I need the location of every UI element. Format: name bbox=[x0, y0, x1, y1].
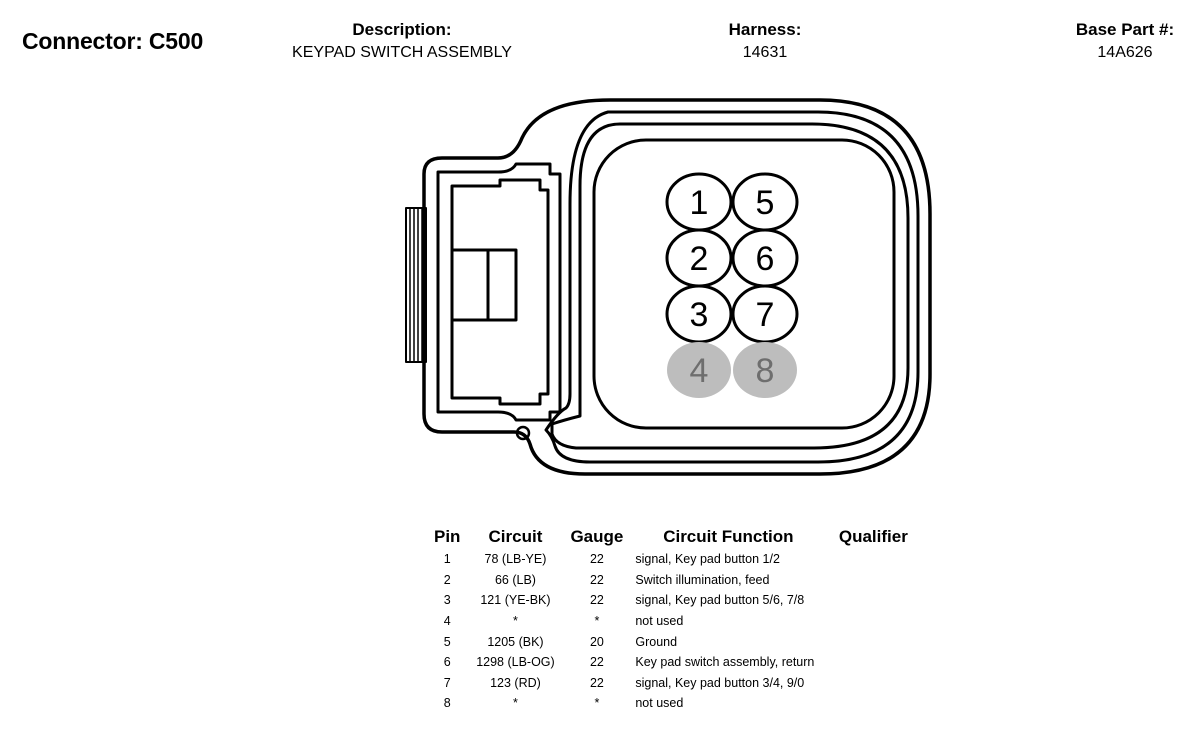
header-gauge: Gauge bbox=[570, 527, 624, 546]
harness-value: 14631 bbox=[742, 44, 788, 61]
cell-pin: 3 bbox=[443, 593, 451, 608]
latch-body bbox=[436, 162, 562, 422]
harness-block: Harness: 14631 bbox=[700, 20, 830, 62]
pin-field-outline bbox=[592, 138, 896, 430]
pin-number-label: 7 bbox=[756, 296, 775, 334]
cell-circuit: * bbox=[513, 614, 518, 629]
cell-circuit: 66 (LB) bbox=[494, 572, 536, 587]
cell-circuit: * bbox=[513, 696, 518, 711]
cell-circuit: 78 (LB-YE) bbox=[484, 552, 547, 567]
cell-function: not used bbox=[635, 696, 684, 711]
cell-qualifier bbox=[827, 673, 919, 694]
cell-gauge: 22 bbox=[589, 572, 604, 587]
pin-number-label: 4 bbox=[690, 352, 709, 390]
pin-number-label: 2 bbox=[690, 240, 709, 278]
pin-5: 5 bbox=[731, 172, 799, 232]
cell-gauge: 22 bbox=[589, 675, 604, 690]
cell-gauge: 22 bbox=[589, 593, 604, 608]
cell-qualifier bbox=[827, 570, 919, 591]
pin-number-label: 5 bbox=[756, 184, 775, 222]
housing-inner-outline bbox=[544, 110, 920, 464]
header-circuit: Circuit bbox=[488, 527, 543, 546]
base-part-value: 14A626 bbox=[1097, 44, 1153, 61]
cell-gauge: * bbox=[594, 614, 600, 629]
pin-8: 8 bbox=[733, 342, 797, 398]
pin-circle bbox=[667, 342, 731, 398]
seal-ribs bbox=[405, 207, 427, 363]
pin-3: 3 bbox=[665, 284, 733, 344]
base-part-label: Base Part #: bbox=[1075, 20, 1175, 39]
description-block: Description: KEYPAD SWITCH ASSEMBLY bbox=[270, 20, 534, 62]
housing-outer-outline bbox=[422, 98, 932, 476]
cell-function: Switch illumination, feed bbox=[635, 572, 770, 587]
table-row: 5 1205 (BK) 20 Ground bbox=[428, 631, 919, 652]
table-row: 6 1298 (LB-OG) 22 Key pad switch assembly, … bbox=[428, 652, 919, 673]
cell-pin: 7 bbox=[443, 675, 451, 690]
pin-number-label: 6 bbox=[756, 240, 775, 278]
latch-inner-step bbox=[450, 178, 550, 406]
cell-qualifier bbox=[827, 590, 919, 611]
cell-function: Key pad switch assembly, return bbox=[635, 655, 815, 670]
pin-7: 7 bbox=[731, 284, 799, 344]
pin-number-label: 3 bbox=[690, 296, 709, 334]
cell-qualifier bbox=[827, 652, 919, 673]
pin-2: 2 bbox=[665, 228, 733, 288]
pinout-table: Pin Circuit Gauge Circuit Function Quali… bbox=[428, 527, 919, 714]
pin-6: 6 bbox=[731, 228, 799, 288]
latch-tab bbox=[452, 248, 518, 322]
cell-gauge: 20 bbox=[589, 634, 604, 649]
cell-circuit: 123 (RD) bbox=[490, 675, 541, 690]
pin-1: 1 bbox=[665, 172, 733, 232]
pin-cavity-frame bbox=[550, 122, 910, 450]
cell-qualifier bbox=[827, 631, 919, 652]
pin-4: 4 bbox=[667, 342, 731, 398]
cell-pin: 5 bbox=[443, 634, 451, 649]
cell-qualifier bbox=[827, 611, 919, 632]
pin-number-label: 8 bbox=[756, 352, 775, 390]
cell-circuit: 121 (YE-BK) bbox=[480, 593, 551, 608]
cell-function: signal, Key pad button 1/2 bbox=[635, 552, 780, 567]
connector-face-diagram: 1 2 3 4 5 6 7 8 bbox=[405, 98, 932, 476]
cell-qualifier bbox=[827, 549, 919, 570]
cell-gauge: 22 bbox=[589, 552, 604, 567]
pin-group: 1 2 3 4 5 6 7 8 bbox=[665, 172, 799, 398]
table-row: 4 * * not used bbox=[428, 611, 919, 632]
table-row: 8 * * not used bbox=[428, 693, 919, 714]
cell-pin: 6 bbox=[443, 655, 451, 670]
cell-gauge: 22 bbox=[589, 655, 604, 670]
table-row: 7 123 (RD) 22 signal, Key pad button 3/4, 9… bbox=[428, 673, 919, 694]
header-circuit-function: Circuit Function bbox=[663, 527, 794, 546]
cell-function: Ground bbox=[635, 634, 678, 649]
cell-gauge: * bbox=[594, 696, 600, 711]
table-header-row: Pin Circuit Gauge Circuit Function Quali… bbox=[428, 527, 919, 549]
description-label: Description: bbox=[352, 20, 452, 39]
cell-function: signal, Key pad button 5/6, 7/8 bbox=[635, 593, 805, 608]
cell-pin: 2 bbox=[443, 572, 451, 587]
cell-function: not used bbox=[635, 614, 684, 629]
table-row: 2 66 (LB) 22 Switch illumination, feed bbox=[428, 570, 919, 591]
pin-number-label: 1 bbox=[690, 184, 709, 222]
cell-function: signal, Key pad button 3/4, 9/0 bbox=[635, 675, 805, 690]
table-row: 3 121 (YE-BK) 22 signal, Key pad button 5/6… bbox=[428, 590, 919, 611]
table-row: 1 78 (LB-YE) 22 signal, Key pad button 1/2 bbox=[428, 549, 919, 570]
cell-pin: 8 bbox=[443, 696, 451, 711]
cell-qualifier bbox=[827, 693, 919, 714]
keying-notch bbox=[515, 425, 531, 441]
cell-circuit: 1298 (LB-OG) bbox=[476, 655, 555, 670]
header-qualifier: Qualifier bbox=[838, 527, 908, 546]
cell-pin: 4 bbox=[443, 614, 451, 629]
cell-circuit: 1205 (BK) bbox=[487, 634, 544, 649]
base-part-block: Base Part #: 14A626 bbox=[1060, 20, 1190, 62]
harness-label: Harness: bbox=[728, 20, 802, 39]
pin-circle bbox=[733, 342, 797, 398]
cell-pin: 1 bbox=[443, 552, 451, 567]
connector-title: Connector: C500 bbox=[22, 28, 204, 54]
header-pin: Pin bbox=[434, 527, 461, 546]
description-value: KEYPAD SWITCH ASSEMBLY bbox=[292, 44, 512, 61]
